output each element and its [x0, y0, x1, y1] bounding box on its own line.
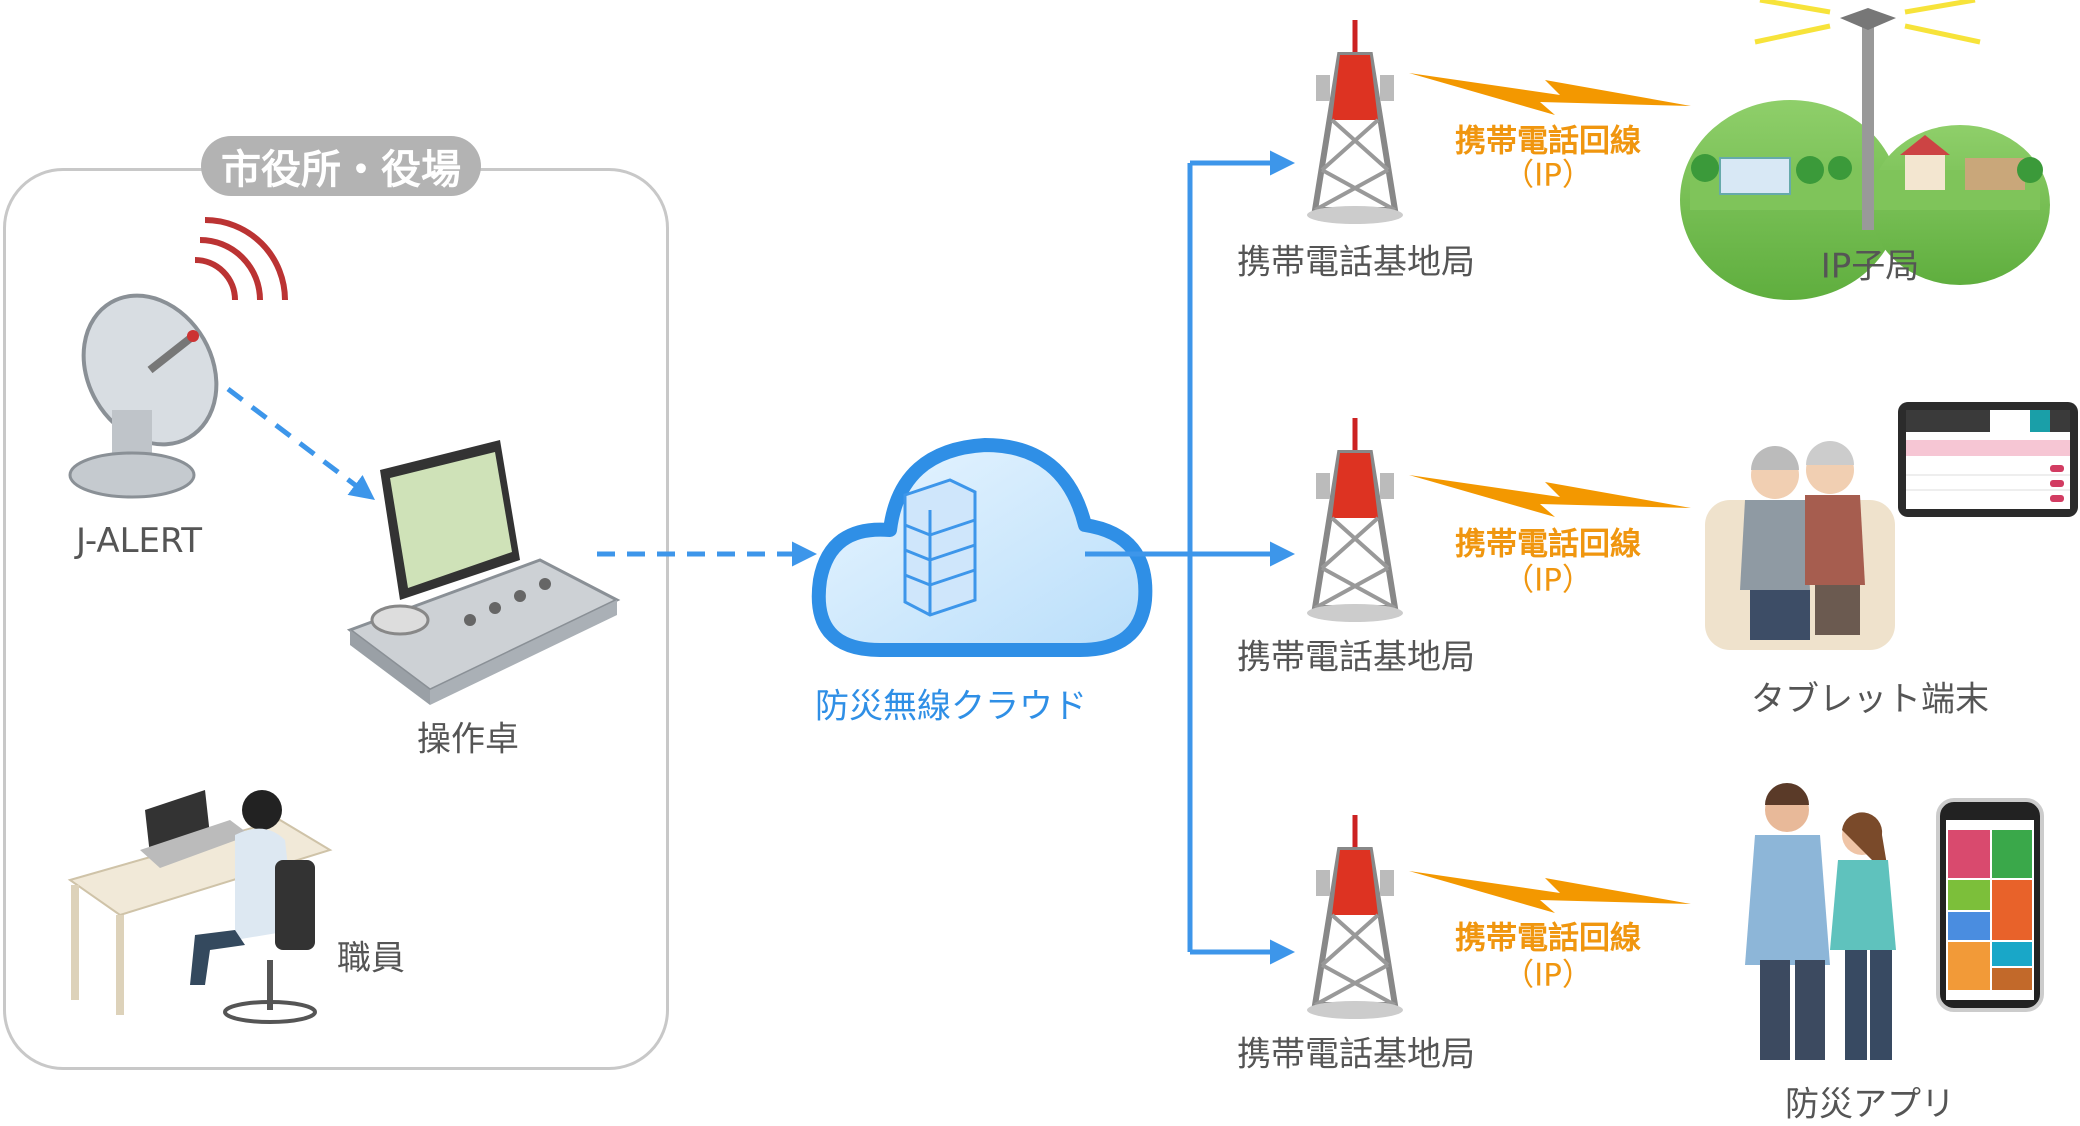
cloud-label: 防災無線クラウド — [815, 686, 1087, 727]
staff-label: 職員 — [337, 938, 405, 979]
jalert-label: J-ALERT — [76, 521, 202, 561]
link-label-1: 携帯電話回線 — [1455, 123, 1641, 160]
cloud-icon — [811, 438, 1153, 657]
people-with-smartphones-icon — [1745, 783, 2044, 1060]
wireless-link-bolt-icon — [1409, 871, 1691, 913]
ip-loudspeaker-station-icon — [1680, 0, 2050, 300]
operation-console-icon — [346, 440, 621, 705]
tower-label-3: 携帯電話基地局 — [1237, 1034, 1475, 1075]
wireless-link-bolt-icon — [1409, 475, 1691, 517]
link-protocol-3: （IP） — [1503, 957, 1593, 994]
app-label: 防災アプリ — [1785, 1084, 1955, 1125]
elderly-couple-with-tablet-icon — [1705, 402, 2078, 650]
city-office-badge: 市役所・役場 — [201, 136, 481, 196]
tablet-label: タブレット端末 — [1751, 679, 1989, 720]
tower-label-1: 携帯電話基地局 — [1237, 242, 1475, 283]
jalert-to-console-arrow — [226, 387, 375, 501]
console-label: 操作卓 — [417, 719, 519, 760]
cell-tower-icon — [1307, 20, 1403, 224]
link-label-2: 携帯電話回線 — [1455, 526, 1641, 563]
cell-tower-icon — [1307, 418, 1403, 622]
tower-label-2: 携帯電話基地局 — [1237, 637, 1475, 678]
link-protocol-2: （IP） — [1503, 562, 1593, 599]
staff-at-desk-icon — [67, 790, 333, 1024]
cell-tower-icon — [1307, 815, 1403, 1019]
ip-station-label: IP子局 — [1820, 246, 1920, 287]
satellite-dish-icon — [68, 217, 288, 499]
link-protocol-1: （IP） — [1503, 157, 1593, 194]
wireless-link-bolt-icon — [1409, 73, 1691, 115]
link-label-3: 携帯電話回線 — [1455, 920, 1641, 957]
cloud-distribution-lines — [1085, 150, 1295, 965]
